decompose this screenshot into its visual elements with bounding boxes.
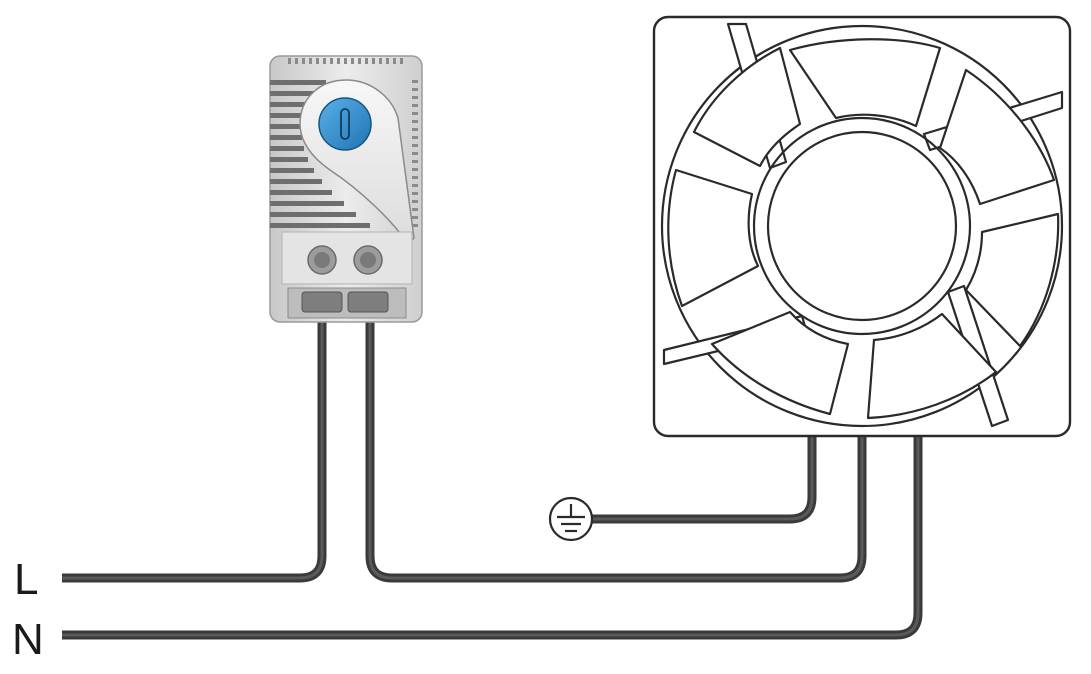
fan-blades: [667, 38, 1060, 420]
thermostat-icon: [269, 55, 423, 323]
wire-switched-to-fan: [365, 312, 867, 583]
fan-hub-inner: [766, 130, 958, 322]
thermostat-lower-panel: [281, 231, 413, 285]
fan-icon: [652, 15, 1072, 438]
wire-ground: [592, 436, 817, 524]
thermostat-terminal-right: [347, 291, 389, 313]
fan-hub-outer: [752, 116, 972, 336]
thermostat-screw-left-icon: [307, 245, 337, 275]
ground-symbol-icon: [548, 496, 594, 542]
fan-housing-ring: [660, 24, 1064, 428]
thermostat-screw-right-icon: [353, 245, 383, 275]
label-neutral-n: N: [12, 615, 44, 664]
wire-neutral-n: [62, 436, 923, 640]
thermostat-left-vents: [270, 80, 370, 228]
wire-line-l: [62, 312, 327, 583]
thermostat-top-vents: [288, 58, 403, 64]
thermostat-terminal-left: [301, 291, 343, 313]
thermostat-right-vents: [412, 80, 418, 227]
thermostat-knob-icon[interactable]: [318, 97, 372, 151]
wires: [62, 312, 923, 640]
thermostat-knob-slot-icon: [340, 108, 350, 140]
label-line-l: L: [14, 555, 38, 604]
